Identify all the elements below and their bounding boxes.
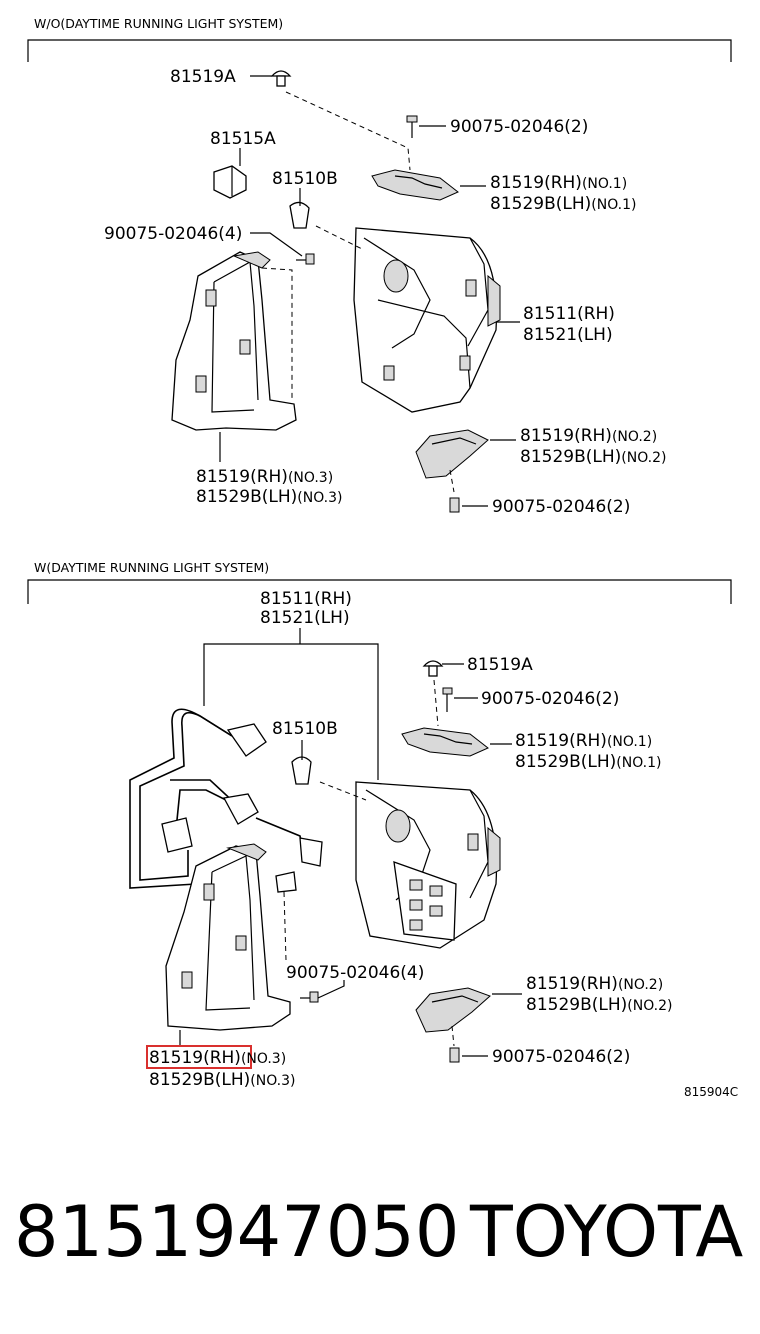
bulb-81510b-icon	[289, 188, 310, 229]
label-no2-lh: 81529B(LH)(NO.2)	[520, 447, 666, 467]
label-screw-left: 90075-02046(4)	[286, 963, 424, 983]
lamp-housing-drl-icon	[319, 781, 501, 949]
screw-icon	[449, 1047, 488, 1063]
section-title-without-drl: W/O(DAYTIME RUNNING LIGHT SYSTEM)	[34, 16, 283, 31]
cover-no3-icon	[171, 251, 297, 462]
screw-icon	[449, 497, 488, 513]
drawing-code: 815904C	[684, 1085, 738, 1099]
cover-no3-icon	[165, 843, 291, 1046]
section-title-with-drl: W(DAYTIME RUNNING LIGHT SYSTEM)	[34, 560, 269, 575]
label-lamp-lh: 81521(LH)	[260, 608, 350, 628]
section-bracket	[27, 579, 732, 604]
label-screw-bottom: 90075-02046(2)	[492, 497, 630, 517]
label-no1-lh: 81529B(LH)(NO.1)	[490, 194, 636, 214]
label-lamp-rh: 81511(RH)	[523, 304, 615, 324]
label-no3-lh: 81529B(LH)(NO.3)	[196, 487, 342, 507]
label-no3-rh: 81519(RH)(NO.3)	[196, 467, 333, 487]
screw-icon	[250, 232, 315, 265]
screw-icon	[442, 687, 478, 712]
bulb-81510b-icon	[291, 740, 312, 785]
label-screw-bottom: 90075-02046(2)	[492, 1047, 630, 1067]
lamp-housing-icon	[315, 225, 520, 413]
section-without-drl: W/O(DAYTIME RUNNING LIGHT SYSTEM) 81519A…	[27, 16, 732, 517]
footer: 8151947050 TOYOTA	[14, 1191, 743, 1273]
label-no2-lh: 81529B(LH)(NO.2)	[526, 995, 672, 1015]
label-lamp-lh: 81521(LH)	[523, 325, 613, 345]
part-number: 8151947050	[14, 1191, 459, 1273]
wire-harness-icon	[129, 708, 323, 961]
clip-81519a-icon	[250, 70, 292, 87]
screw-icon	[300, 980, 345, 1003]
label-no2-rh: 81519(RH)(NO.2)	[520, 426, 657, 446]
label-81510b: 81510B	[272, 719, 338, 739]
socket-81515a-icon	[213, 148, 247, 199]
bracket-no2-icon	[415, 987, 522, 1047]
label-no3-lh: 81529B(LH)(NO.3)	[149, 1070, 295, 1090]
section-bracket	[27, 39, 732, 62]
clip-81519a-icon	[422, 660, 464, 677]
label-screw-left: 90075-02046(4)	[104, 224, 242, 244]
bracket-no2-icon	[415, 429, 516, 493]
label-no3-rh-highlighted: 81519(RH)(NO.3)	[149, 1048, 286, 1068]
label-no1-rh: 81519(RH)(NO.1)	[515, 731, 652, 751]
label-81515a: 81515A	[210, 129, 276, 149]
label-lamp-rh: 81511(RH)	[260, 589, 352, 609]
bracket-no1-icon	[371, 169, 486, 201]
label-81510b: 81510B	[272, 169, 338, 189]
section-with-drl: W(DAYTIME RUNNING LIGHT SYSTEM) 81511(RH…	[27, 560, 738, 1099]
screw-icon	[406, 115, 446, 138]
label-no1-lh: 81529B(LH)(NO.1)	[515, 752, 661, 772]
label-screw-top: 90075-02046(2)	[450, 117, 588, 137]
label-no1-rh: 81519(RH)(NO.1)	[490, 173, 627, 193]
highlight-box	[146, 1045, 252, 1069]
label-81519a: 81519A	[467, 655, 533, 675]
label-screw-top: 90075-02046(2)	[481, 689, 619, 709]
bracket-no1-icon	[401, 679, 512, 757]
label-no2-rh: 81519(RH)(NO.2)	[526, 974, 663, 994]
label-81519a: 81519A	[170, 67, 236, 87]
brand-name: TOYOTA	[469, 1191, 743, 1273]
